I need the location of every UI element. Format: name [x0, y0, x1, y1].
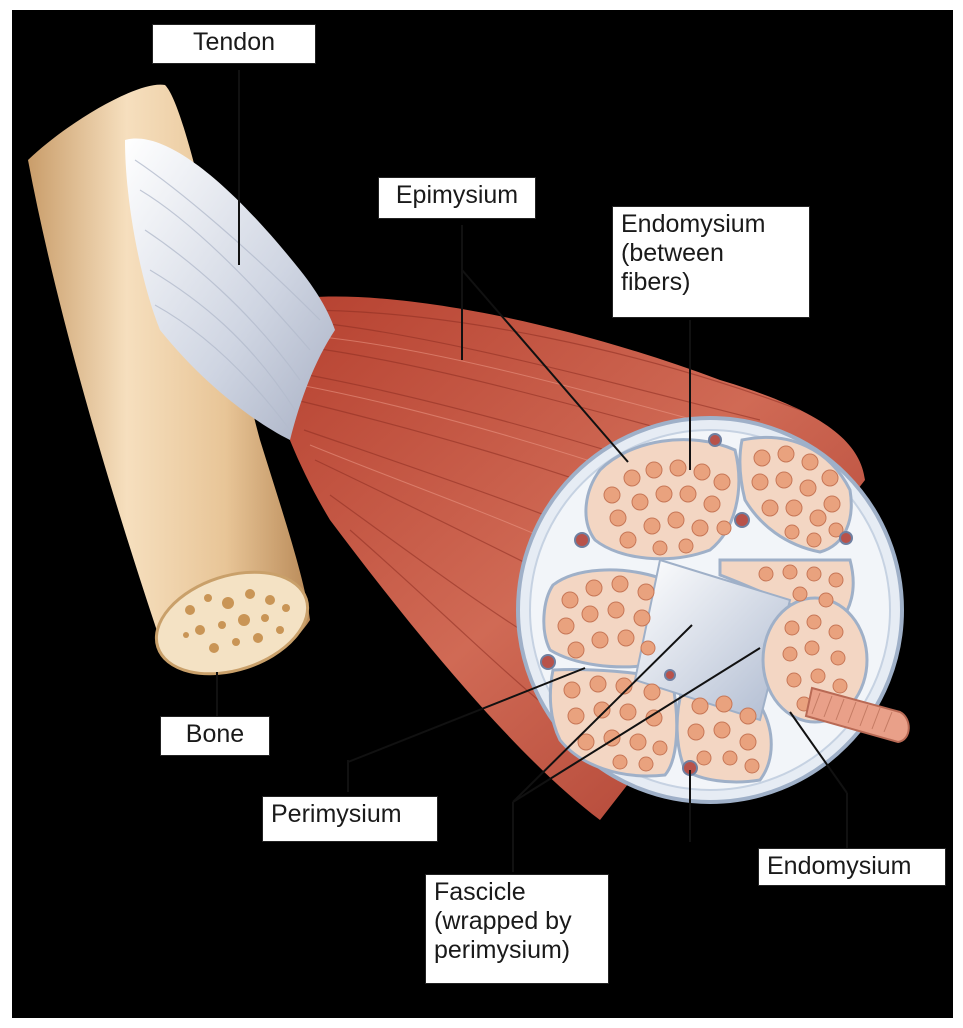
label-endomysium-line3: fibers) [621, 268, 801, 297]
label-endomysium-between-fibers: Endomysium (between fibers) [612, 206, 810, 318]
label-bone-text: Bone [169, 720, 261, 749]
label-endomysium-bottom: Endomysium [758, 848, 946, 886]
label-fascicle-line2: (wrapped by [434, 907, 600, 936]
label-endomysium-line2: (between [621, 239, 801, 268]
label-tendon-text: Tendon [161, 28, 307, 57]
label-endomysium-line1: Endomysium [621, 210, 801, 239]
label-epimysium: Epimysium [378, 177, 536, 219]
label-tendon: Tendon [152, 24, 316, 64]
label-fascicle: Fascicle (wrapped by perimysium) [425, 874, 609, 984]
label-epimysium-text: Epimysium [387, 181, 527, 210]
label-perimysium: Perimysium [262, 796, 438, 842]
label-fascicle-line1: Fascicle [434, 878, 600, 907]
label-perimysium-text: Perimysium [271, 800, 429, 829]
label-endomysium-bottom-text: Endomysium [767, 852, 937, 881]
label-fascicle-line3: perimysium) [434, 936, 600, 965]
label-bone: Bone [160, 716, 270, 756]
